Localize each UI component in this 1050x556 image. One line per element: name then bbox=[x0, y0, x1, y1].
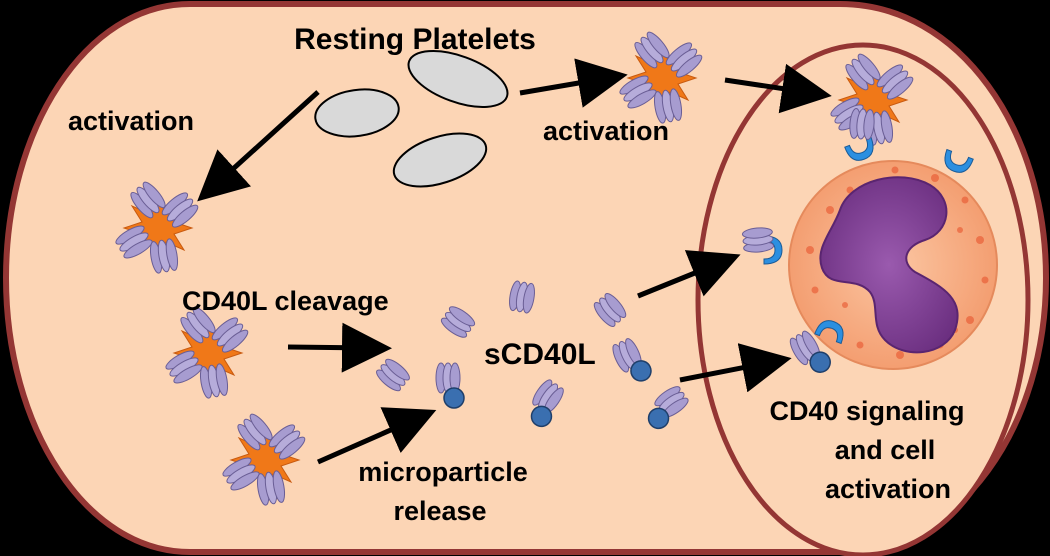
resting-platelet bbox=[407, 50, 509, 108]
arrow-scd40l-to-cell bbox=[637, 250, 741, 299]
scd40l-trimer bbox=[741, 226, 775, 254]
label-cell-activation: activation bbox=[825, 474, 951, 504]
arrow-activated-to-cell bbox=[724, 63, 832, 114]
label-activation-left: activation bbox=[68, 106, 194, 136]
label-activation-top: activation bbox=[543, 116, 669, 146]
scd40l-trimer bbox=[848, 107, 876, 141]
resting-platelet bbox=[392, 132, 488, 188]
arrow-resting-to-activated-top bbox=[519, 58, 628, 108]
label-resting-platelets: Resting Platelets bbox=[294, 23, 536, 56]
resting-platelets bbox=[314, 50, 509, 188]
label-cd40-signaling: CD40 signaling bbox=[769, 396, 964, 426]
label-cd40l-cleavage: CD40L cleavage bbox=[182, 286, 389, 316]
leukocyte bbox=[788, 160, 998, 370]
arrow-cleavage bbox=[287, 322, 392, 373]
label-release: release bbox=[393, 496, 486, 526]
label-microparticle: microparticle bbox=[358, 457, 528, 487]
arrow-microparticle-release bbox=[316, 407, 437, 465]
label-scd40l: sCD40L bbox=[484, 338, 596, 371]
arrow-resting-to-activated-left bbox=[197, 90, 320, 202]
arrow-microparticle-to-cell bbox=[679, 343, 792, 393]
label-and-cell: and cell bbox=[835, 435, 936, 465]
cell-nucleus bbox=[819, 176, 959, 354]
resting-platelet bbox=[314, 88, 400, 138]
arrows bbox=[197, 58, 832, 465]
